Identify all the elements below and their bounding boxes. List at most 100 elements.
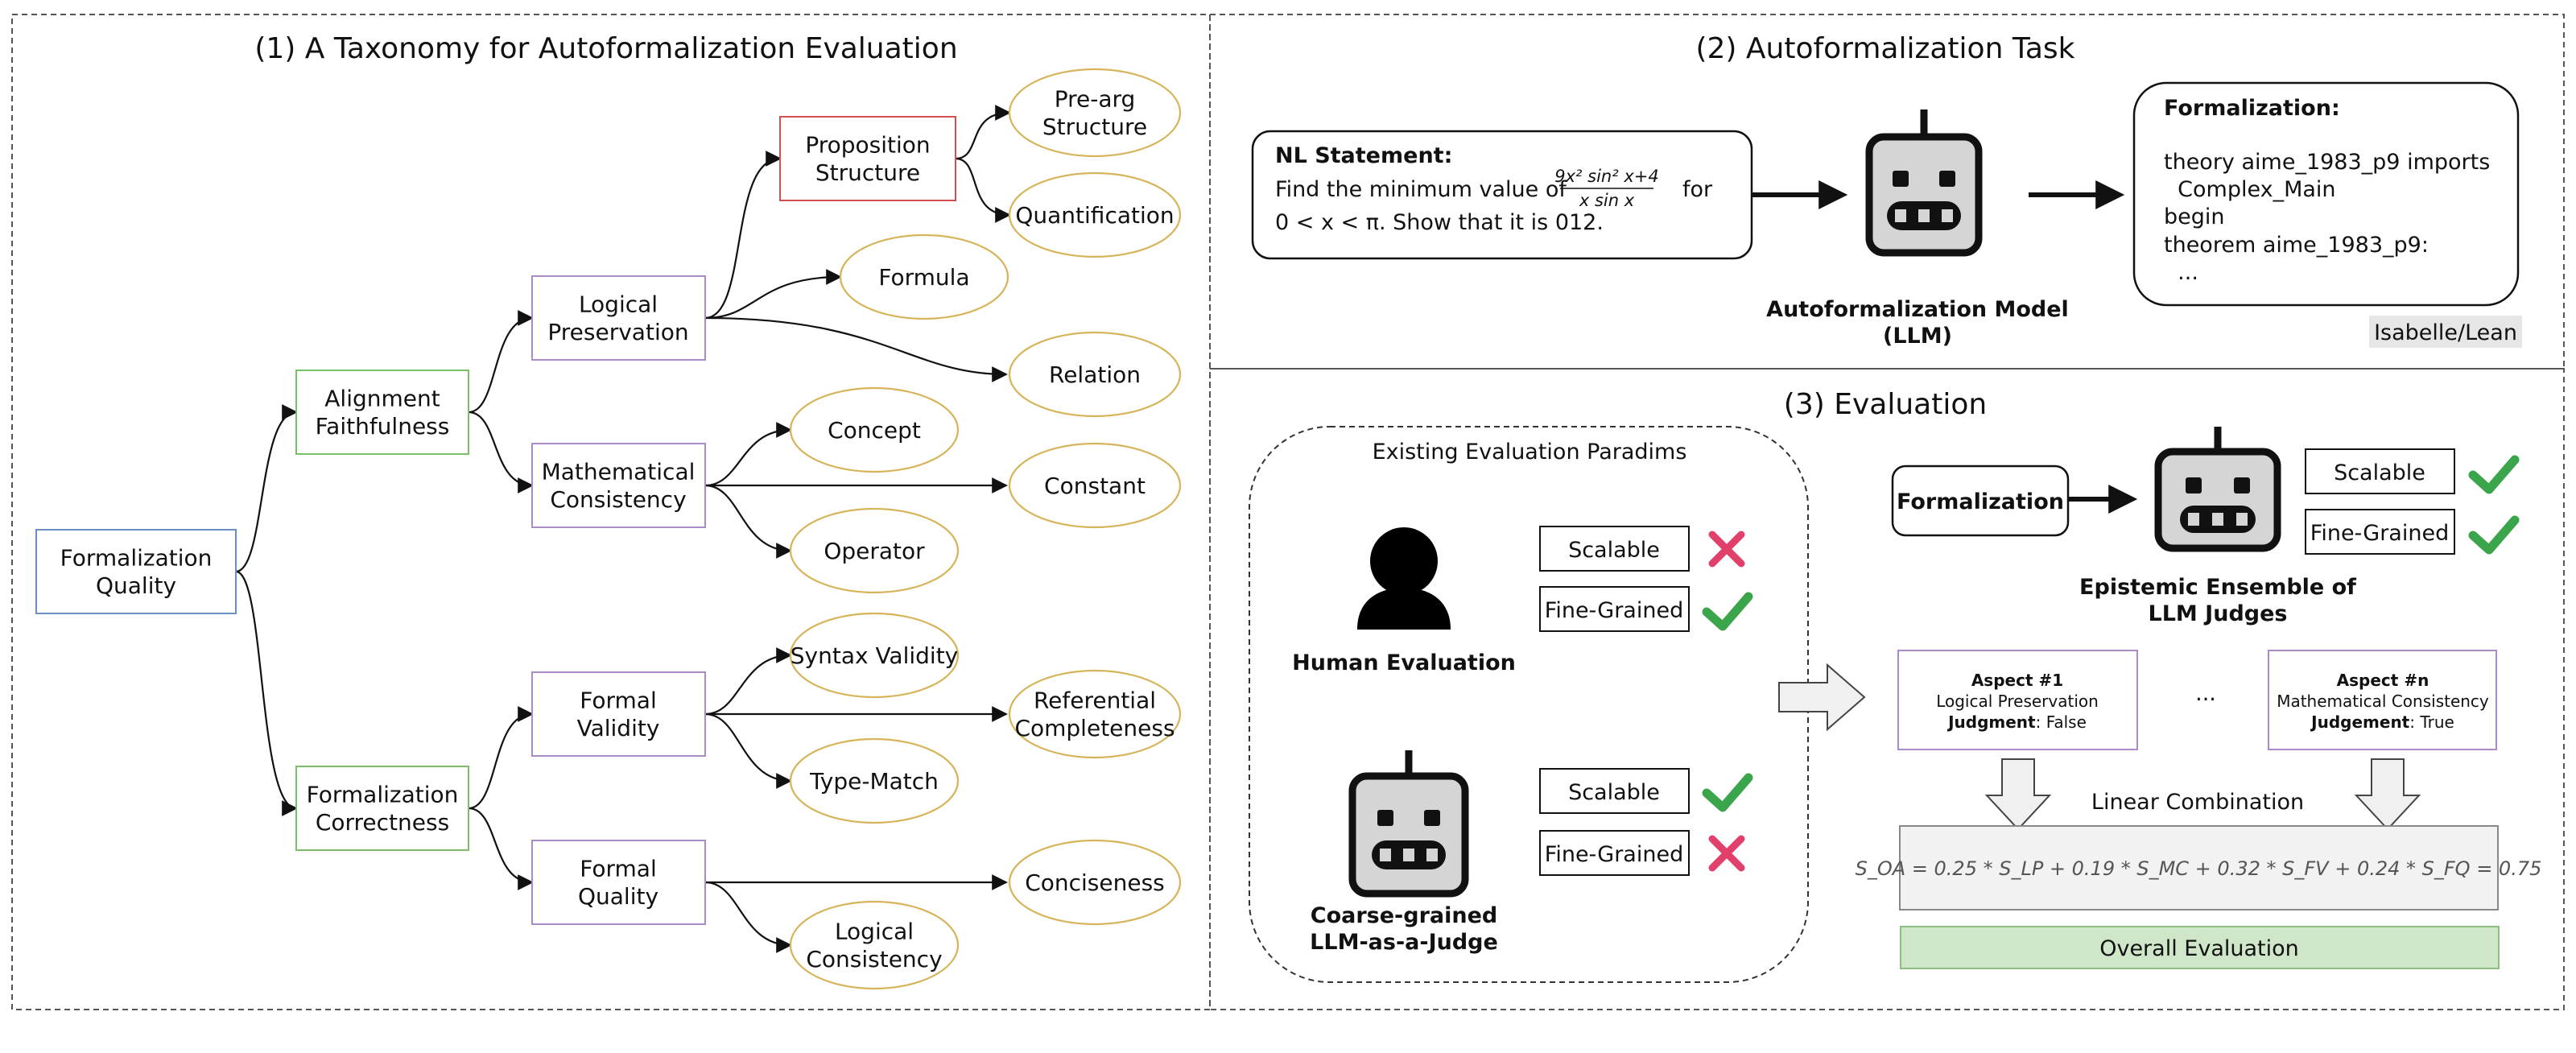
existing-paradigms-frame — [1249, 426, 1809, 983]
formula-box — [1899, 825, 2499, 911]
leaf-ellipse — [1008, 171, 1182, 258]
node-box — [531, 443, 706, 528]
evaluation-panel-border — [1209, 368, 2565, 1010]
node-box — [531, 275, 706, 361]
lang-tag: Isabelle/Lean — [2374, 320, 2517, 345]
formalization-label: Formalization: — [2164, 96, 2340, 121]
leaf-ellipse — [789, 612, 960, 699]
linear-combination-label: Linear Combination — [2091, 790, 2304, 815]
badge-box — [2305, 448, 2455, 494]
formalization-frame — [2132, 81, 2520, 307]
node-box — [35, 529, 237, 614]
badge-label: Fine-Grained — [2310, 521, 2449, 546]
leaf-concept: Concept — [789, 386, 960, 473]
node-box — [295, 370, 469, 455]
coarse-fine-grained-cross-icon — [1708, 835, 1745, 872]
weighted-formula: S_OA = 0.25 * S_LP + 0.19 * S_MC + 0.32 … — [1856, 857, 2542, 880]
human-evaluation-label: Human Evaluation — [1292, 650, 1516, 675]
leaf-ellipse — [789, 386, 960, 473]
taxonomy-edges — [235, 105, 1011, 953]
nl-statement-box: NL Statement: Find the minimum value of … — [1251, 130, 1753, 260]
leaf-ellipse — [789, 900, 960, 990]
code-line-3: begin — [2164, 204, 2225, 229]
human-fine-grained-badge: Fine-Grained — [1539, 586, 1690, 632]
aspect-judgment: Judgment: False — [1946, 712, 2087, 732]
leaf-quantification: Quantification — [1008, 171, 1182, 258]
human-icon — [1357, 527, 1451, 630]
leaf-ellipse — [1008, 442, 1182, 529]
node-box — [779, 116, 956, 201]
badge-box — [1539, 830, 1690, 876]
aspect-1-box: Aspect #1 Logical Preservation Judgment:… — [1897, 650, 2138, 750]
badge-box — [2305, 509, 2455, 555]
autoformalization-robot-icon — [1865, 109, 1983, 257]
leaf-type-match: Type-Match — [789, 737, 960, 824]
aspect-title: Aspect #1 — [1971, 671, 2063, 690]
nl-fraction-numerator: 9x² sin² x+4 — [1554, 167, 1658, 186]
aspect-title: Aspect #n — [2337, 671, 2429, 690]
ensemble-fine-grained-check-icon — [2468, 515, 2520, 555]
formalization-output-box: Formalization: theory aime_1983_p9 impor… — [2132, 81, 2520, 307]
aspect-judgment: Judgement: True — [2310, 712, 2454, 732]
code-line-1: theory aime_1983_p9 imports — [2164, 150, 2490, 175]
leaf-operator: Operator — [789, 507, 960, 594]
badge-box — [1539, 768, 1690, 814]
leaf-formula: Formula — [839, 233, 1009, 320]
leaf-ellipse — [839, 233, 1009, 320]
leaf-label: Conciseness — [1025, 869, 1165, 896]
leaf-ellipse — [789, 507, 960, 594]
overall-evaluation-bar — [1900, 926, 2500, 969]
leaf-ellipse — [1008, 669, 1182, 759]
badge-label: Fine-Grained — [1545, 842, 1683, 867]
leaf-conciseness: Conciseness — [1008, 839, 1182, 926]
node-box — [531, 840, 706, 925]
human-fine-grained-check-icon — [1702, 592, 1753, 631]
aspect-frame — [2268, 650, 2497, 750]
nl-statement-line2: 0 < x < π. Show that it is 012. — [1275, 210, 1604, 235]
nl-fraction-denominator: x sin x — [1579, 191, 1635, 210]
ensemble-robot-icon — [2154, 427, 2281, 552]
aspect-1-down-arrow — [1984, 758, 2052, 831]
badge-box — [1539, 526, 1690, 572]
human-scalable-badge: Scalable — [1539, 526, 1690, 572]
leaf-ellipse — [1008, 839, 1182, 926]
existing-paradigms-title: Existing Evaluation Paradims — [1373, 440, 1687, 465]
code-line-5: ... — [2164, 260, 2198, 285]
aspect-ellipsis: ... — [2195, 681, 2216, 706]
aspect-n-down-arrow — [2354, 758, 2421, 831]
human-scalable-cross-icon — [1708, 531, 1745, 568]
leaf-syntax-validity: Syntax Validity — [789, 612, 960, 699]
aspect-frame — [1897, 650, 2138, 750]
badge-box — [1539, 586, 1690, 632]
node-box — [531, 671, 706, 757]
badge-label: Scalable — [1568, 538, 1660, 563]
ensemble-scalable-badge: Scalable — [2305, 448, 2455, 494]
badge-label: Fine-Grained — [1545, 598, 1683, 623]
leaf-label: Constant — [1044, 473, 1146, 499]
leaf-label: Relation — [1049, 361, 1141, 388]
nl-statement-label: NL Statement: — [1275, 143, 1452, 168]
overall-evaluation-label: Overall Evaluation — [2099, 936, 2299, 961]
task-title: (2) Autoformalization Task — [1695, 32, 2074, 65]
leaf-ellipse — [1008, 68, 1182, 158]
coarse-judge-robot-icon — [1348, 750, 1469, 898]
aspect-name: Logical Preservation — [1936, 692, 2099, 711]
